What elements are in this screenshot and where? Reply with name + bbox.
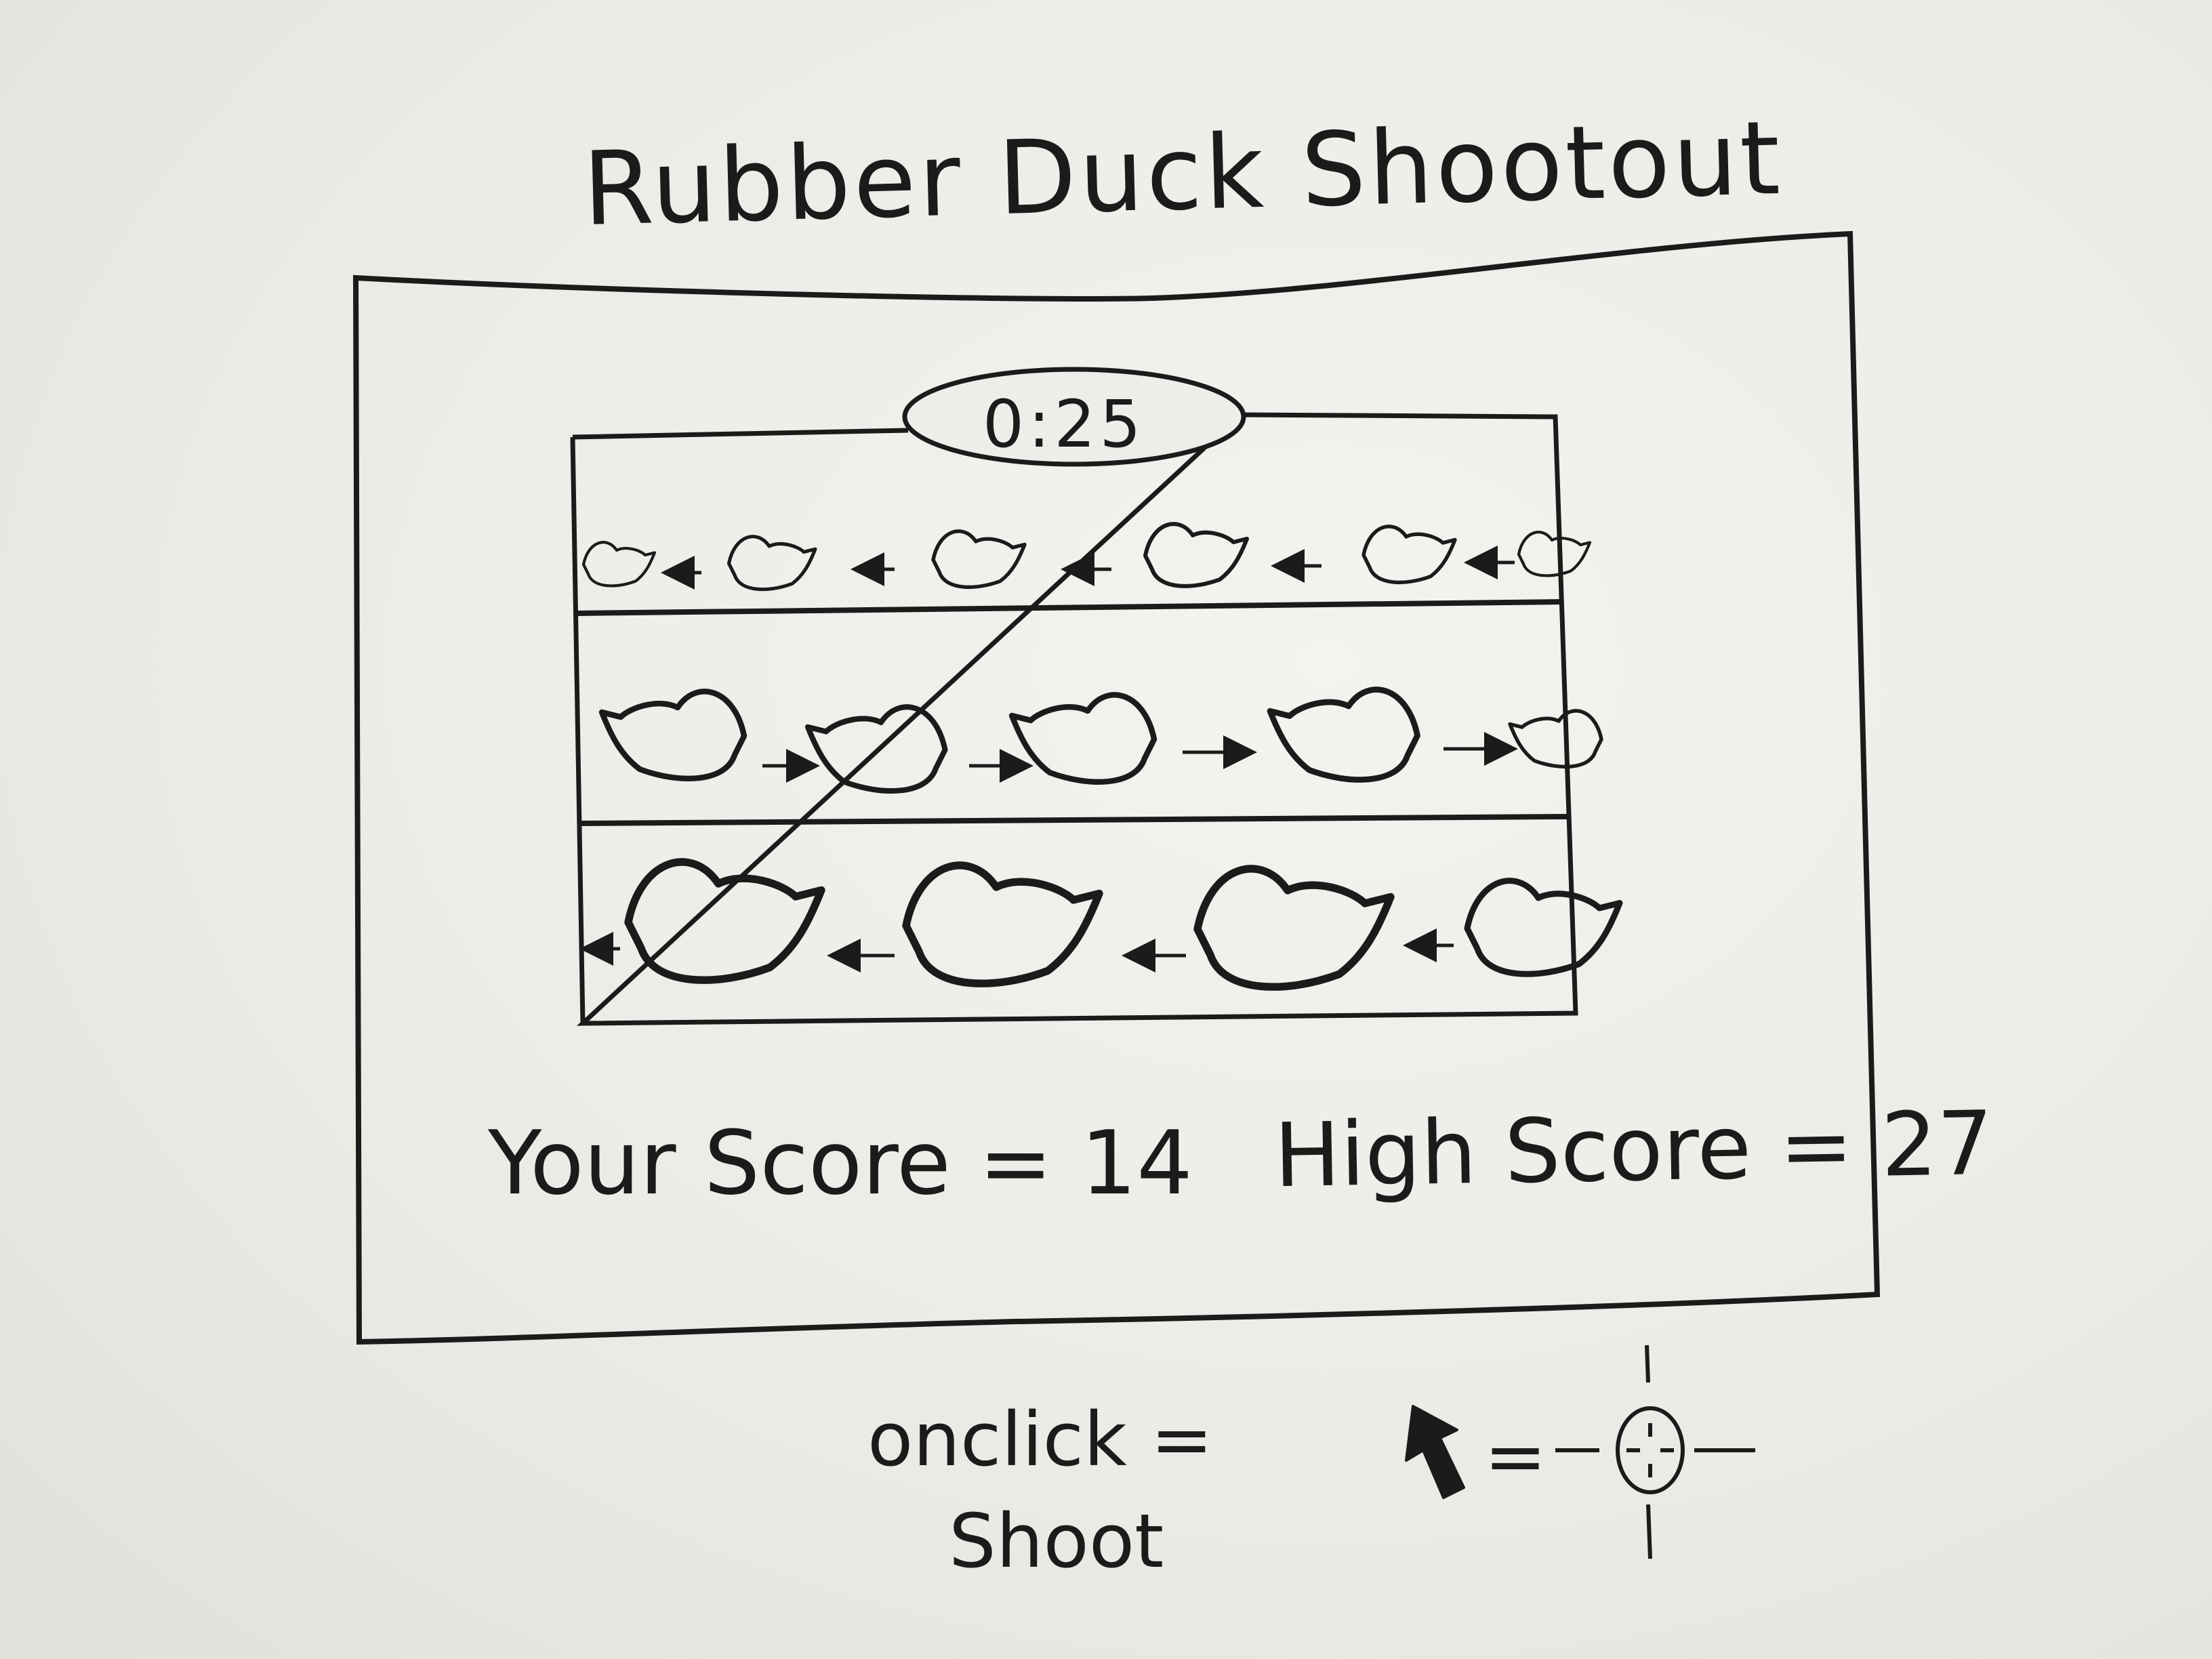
- duck-icon[interactable]: [1270, 690, 1418, 780]
- duck-icon[interactable]: [583, 542, 655, 586]
- lane-divider-2: [579, 814, 1568, 826]
- timer-text: 0:25: [983, 386, 1145, 462]
- onclick-action: Shoot: [949, 1498, 1164, 1584]
- equals-sign: =: [1484, 1413, 1547, 1500]
- duck-icon[interactable]: [1364, 527, 1455, 583]
- lane-2-ducks: [602, 690, 1601, 792]
- duck-icon[interactable]: [1012, 695, 1154, 781]
- duck-icon[interactable]: [1197, 869, 1391, 987]
- high-score-label: High Score = 27: [1273, 1091, 1994, 1208]
- arrow-cursor-icon: [1405, 1405, 1465, 1499]
- game-window-frame: [352, 230, 1881, 1345]
- timer-oval: [902, 367, 1246, 467]
- duck-icon[interactable]: [1145, 524, 1247, 586]
- lane-3-ducks: [579, 862, 1620, 987]
- crosshair-icon: [1555, 1345, 1755, 1559]
- your-score-label: Your Score = 14: [488, 1111, 1193, 1214]
- duck-icon[interactable]: [602, 691, 744, 778]
- duck-icon[interactable]: [1467, 881, 1620, 975]
- duck-icon[interactable]: [1510, 711, 1601, 767]
- duck-icon[interactable]: [1519, 532, 1590, 575]
- onclick-label: onclick =: [867, 1396, 1213, 1483]
- shooting-gallery-box: [572, 412, 1578, 1026]
- lane-divider-1: [575, 599, 1563, 616]
- duck-icon[interactable]: [729, 537, 816, 590]
- duck-icon[interactable]: [933, 531, 1025, 588]
- duck-icon[interactable]: [628, 862, 821, 980]
- lane-1-ducks: [583, 524, 1590, 589]
- duck-icon[interactable]: [906, 865, 1099, 983]
